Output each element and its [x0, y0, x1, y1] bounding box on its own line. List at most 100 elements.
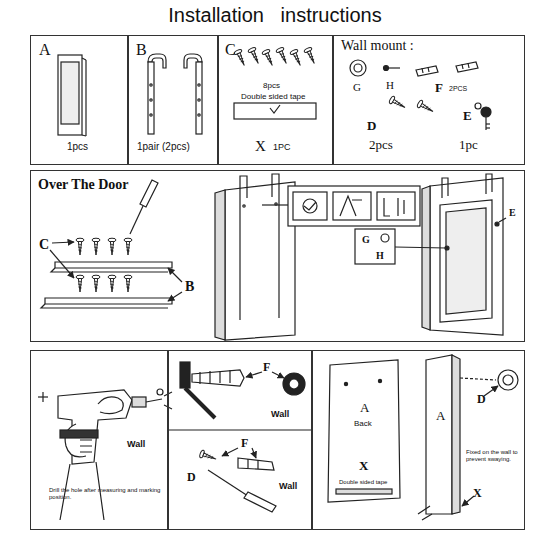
part-label: D: [477, 393, 486, 407]
door-with-mirror: [446, 208, 486, 314]
side-view: [498, 370, 518, 390]
part-label: Wall: [279, 481, 297, 491]
bracket-plates: [55, 262, 172, 268]
part-label: 1pair (2pcs): [137, 141, 190, 153]
bracket-screws: [76, 275, 84, 292]
part-label: D: [367, 119, 376, 134]
side-view: [503, 375, 513, 385]
lock-key: [475, 103, 491, 130]
part-label: Fixed on the wall to prevent swaying.: [466, 449, 522, 463]
door-with-mirror: [422, 186, 430, 330]
door: [243, 205, 245, 207]
knob-callout: [355, 229, 449, 264]
mirror-cabinet: [61, 62, 79, 124]
part-label: E: [509, 207, 516, 219]
detail-callout: [303, 199, 317, 213]
small-screw: [384, 66, 401, 71]
anchor-hammer: [200, 370, 230, 384]
line-art: [38, 47, 518, 520]
wood-screws: [248, 47, 262, 66]
part-label: H: [376, 250, 384, 262]
part-label: B: [136, 41, 147, 59]
bracket-screws: [108, 275, 116, 292]
power-drill: [58, 389, 172, 520]
screwdriver: [130, 206, 143, 234]
instruction-panel: A 1pcs: [30, 35, 128, 165]
detail-callout: [333, 192, 371, 220]
instruction-panel: Over The DoorCBEGH: [30, 170, 525, 342]
mirror-cabinet: [85, 60, 86, 136]
lock-key: [486, 127, 490, 128]
tape-strip: [234, 103, 316, 119]
part-label: Drill the hole after measuring and marki…: [49, 487, 161, 501]
part-label: 8pcs: [263, 81, 280, 90]
screw-anchor: [208, 470, 248, 496]
part-label: Double sided tape: [339, 479, 397, 486]
screw-anchor: [244, 492, 276, 512]
tape-strip: [270, 105, 280, 113]
screw-anchor: [248, 459, 258, 469]
power-drill: [157, 389, 163, 395]
part-label: A: [39, 41, 51, 59]
back-panel: [328, 360, 400, 502]
detail-callout: [304, 202, 316, 210]
screwdriver: [130, 180, 158, 234]
part-label: Wall mount :: [341, 38, 414, 54]
wall-anchors: [462, 63, 469, 69]
bracket-screws: [92, 275, 100, 292]
door-hooks: [198, 114, 200, 116]
part-label: D: [187, 471, 196, 485]
drill-plus: [38, 392, 48, 402]
part-label: A: [360, 401, 369, 416]
part-label: 1pcs: [67, 141, 88, 153]
bracket-screws: [92, 238, 100, 255]
bracket-screws: [76, 238, 132, 292]
door-with-mirror: [499, 218, 506, 222]
door: [272, 174, 279, 197]
wood-screws: [262, 49, 276, 68]
door: [240, 176, 247, 200]
door: [239, 200, 240, 320]
door-with-mirror: [442, 178, 448, 198]
screw-anchor: [238, 458, 274, 470]
part-label: F: [435, 81, 443, 96]
bracket-plates: [45, 298, 172, 304]
anchor-hammer: [180, 362, 190, 388]
back-panel: [378, 379, 381, 382]
lock-key: [481, 107, 491, 117]
leader-lines: [252, 448, 256, 458]
side-view: [452, 355, 460, 514]
back-panel: [344, 382, 347, 385]
part-label: Back: [354, 419, 372, 428]
power-drill: [80, 440, 92, 452]
leader-lines: [168, 268, 182, 282]
drill-plus: [42, 392, 43, 402]
bracket-plates: [41, 262, 172, 308]
door: [215, 174, 295, 340]
door-hooks: [198, 84, 200, 86]
knob-callout: [355, 229, 395, 264]
instruction-panel: C8pcsDouble sided tapeX1PC: [218, 35, 333, 165]
leader-lines: [222, 448, 238, 456]
leader-lines: [52, 242, 74, 243]
leader-lines: [272, 372, 284, 378]
part-label: 2PCS: [449, 85, 467, 93]
door-with-mirror: [422, 174, 506, 335]
part-label: 1pc: [459, 138, 478, 153]
part-label: B: [185, 279, 194, 295]
mirror-cabinet: [58, 55, 86, 136]
part-label: Double sided tape: [241, 92, 306, 101]
part-label: F: [263, 361, 270, 375]
door-hooks: [198, 99, 200, 101]
part-label: Wall: [271, 409, 289, 419]
instruction-panel: Wall mount :GHF2PCSD2pcsE1pc: [333, 35, 525, 165]
mirror-cabinet: [82, 135, 86, 136]
knob-callout: [395, 247, 446, 248]
door-hooks: [196, 62, 202, 134]
door: [278, 196, 279, 318]
door-with-mirror: [486, 174, 492, 194]
door-hooks: [150, 99, 152, 101]
leader-lines: [50, 242, 182, 301]
anchor-hammer: [289, 379, 299, 389]
